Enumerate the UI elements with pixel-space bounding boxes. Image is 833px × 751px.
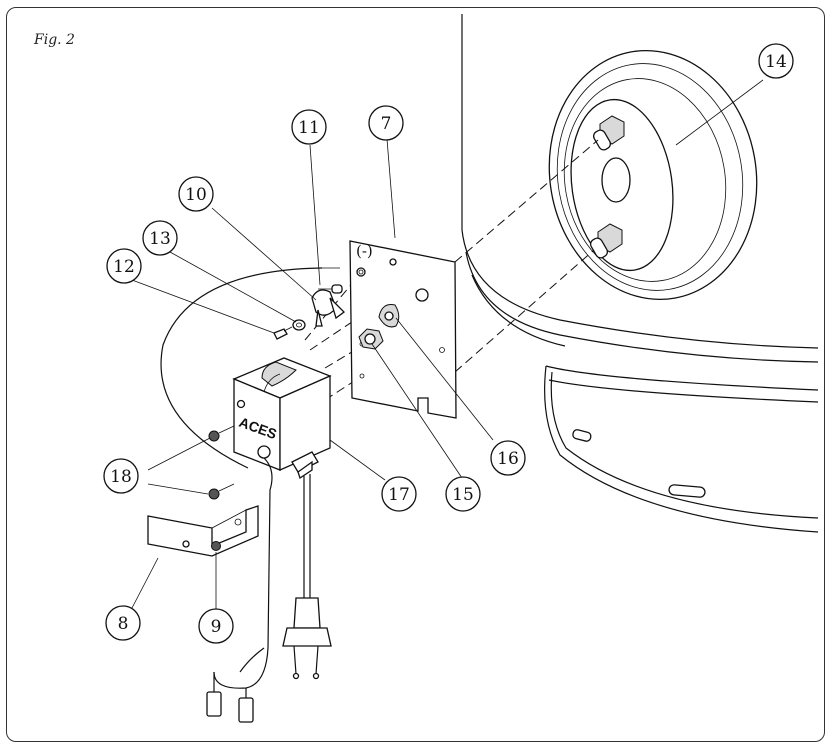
callout-16: 16 [490,440,526,476]
lower-stud [589,223,623,259]
callout-14: 14 [758,43,794,79]
callout-9: 9 [198,608,234,644]
callout-7: 7 [368,105,404,141]
svg-text:12: 12 [113,257,135,277]
svg-text:11: 11 [298,118,320,138]
small-screw [273,326,293,340]
sensor-cable [206,457,273,723]
plate-screw [356,267,366,277]
callout-13: 13 [142,220,178,256]
mounting-plate: (-) [349,240,457,419]
seal-ring [378,304,400,328]
svg-text:13: 13 [149,229,171,249]
tank-body [461,14,819,533]
svg-text:9: 9 [211,617,222,637]
mounting-bracket [147,505,259,557]
control-unit: ACES [232,357,332,480]
callout-10: 10 [178,176,214,212]
nut [358,328,384,350]
callout-11: 11 [291,109,327,145]
svg-text:15: 15 [452,485,474,505]
anode-wire-loop [160,267,323,469]
terminal-pin [318,284,343,294]
callout-8: 8 [105,605,141,641]
figure-frame [6,7,825,742]
callout-17: 17 [381,476,417,512]
callout-18: 18 [103,458,139,494]
upper-stud [592,115,625,151]
washer [292,319,306,331]
callouts: 7 8 9 10 11 12 [103,43,794,644]
screw-upper [208,425,235,442]
svg-text:17: 17 [388,485,410,505]
wire-connector [311,289,345,327]
power-cable [282,474,332,680]
screw-lower [208,483,235,500]
callout-15: 15 [445,476,481,512]
svg-text:7: 7 [381,114,392,134]
flange-cover [548,49,758,301]
callout-12: 12 [106,248,142,284]
leader-lines [131,79,764,610]
svg-text:18: 18 [110,467,132,487]
svg-text:10: 10 [185,185,207,205]
svg-text:14: 14 [765,52,787,72]
polarity-mark: (-) [356,242,373,260]
svg-text:8: 8 [118,614,129,634]
figure-label: Fig. 2 [34,32,75,48]
svg-text:16: 16 [497,449,519,469]
